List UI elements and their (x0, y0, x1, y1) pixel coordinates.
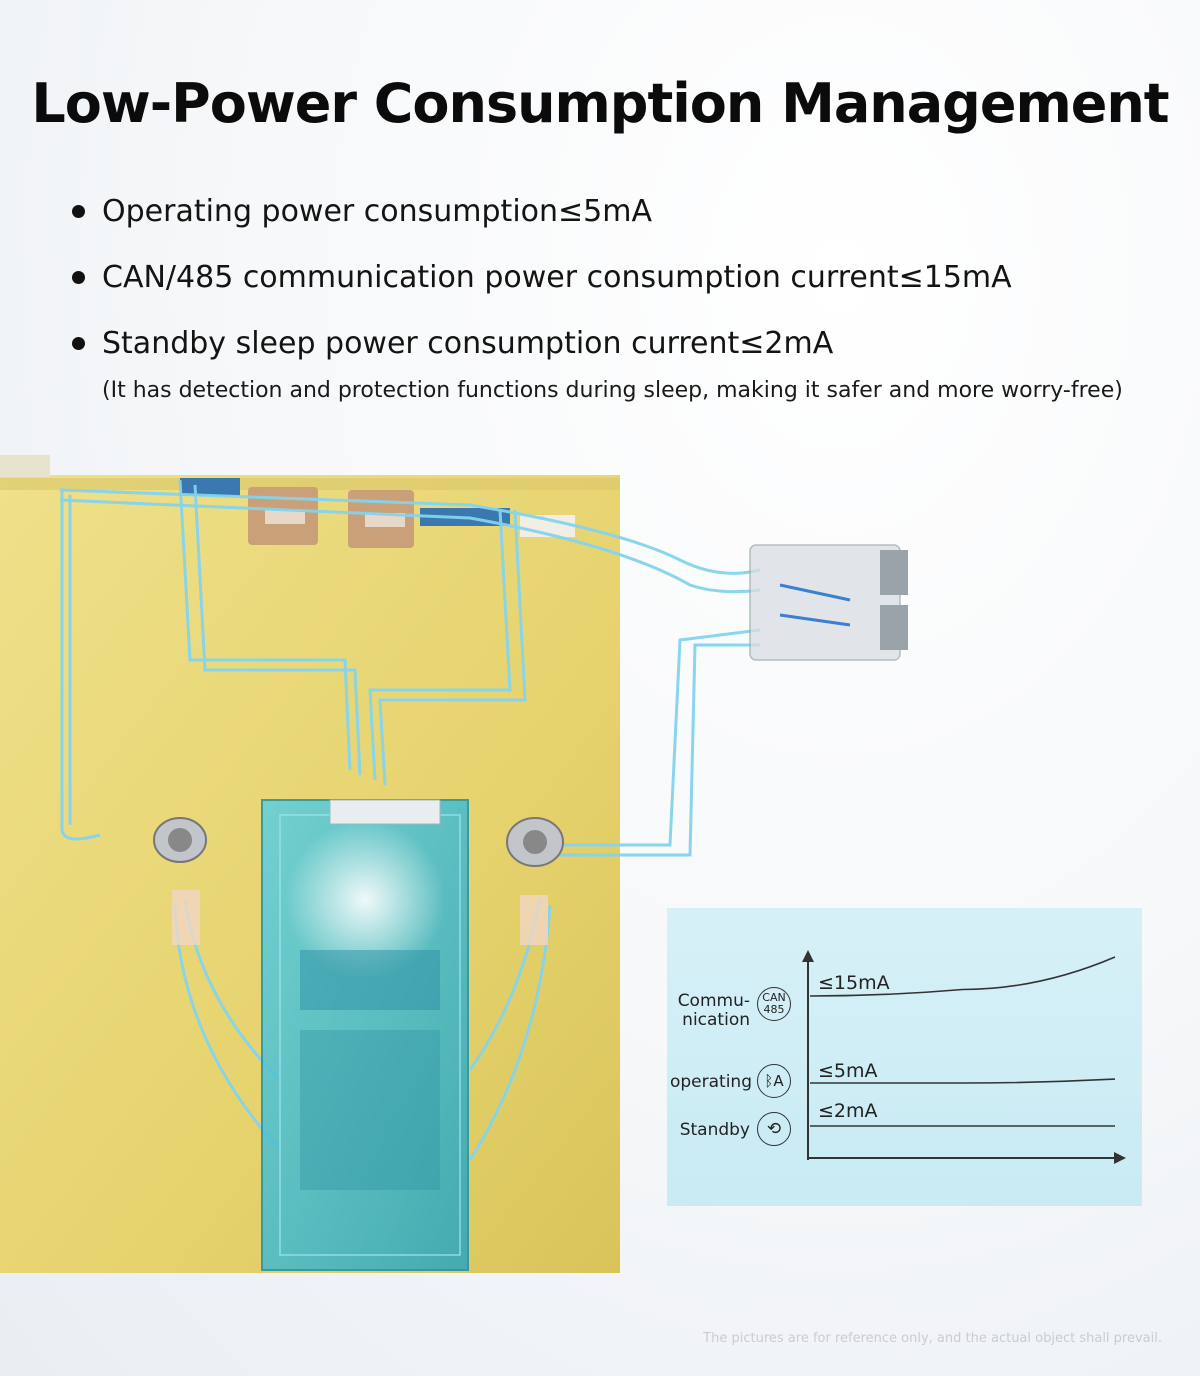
terminal-bolts (153, 817, 564, 945)
bullet-communication: CAN/485 communication power consumption … (70, 254, 1012, 302)
bullet-dot-icon (72, 205, 85, 218)
disclaimer-footer: The pictures are for reference only, and… (703, 1331, 1162, 1346)
bms-illustration (0, 455, 908, 1273)
can-485-connector (749, 544, 908, 661)
row-label-operating: operating (669, 1072, 752, 1092)
bullet-operating: Operating power consumption≤5mA (70, 188, 1012, 236)
page-title: Low-Power Consumption Management (31, 72, 1169, 135)
bullet-dot-icon (72, 337, 85, 350)
current-chart-panel (667, 908, 1142, 1206)
bms-board (261, 799, 469, 1271)
value-label-operating: ≤5mA (818, 1060, 878, 1082)
feature-list: Operating power consumption≤5mA CAN/485 … (70, 188, 1012, 386)
clock-icon: ⟲ (757, 1112, 791, 1146)
series-line-1 (809, 1078, 1116, 1084)
chart-x-arrow-icon (1114, 1152, 1126, 1164)
can-485-icon: CAN 485 (757, 987, 791, 1021)
sleep-protection-note: (It has detection and protection functio… (102, 378, 1123, 403)
row-label-communication: Commu- nication (677, 991, 750, 1030)
wire-harness (59, 479, 761, 1161)
chart-y-arrow-icon (802, 950, 814, 962)
row-label-standby: Standby (679, 1120, 750, 1140)
value-label-standby: ≤2mA (818, 1100, 878, 1122)
bullet-standby: Standby sleep power consumption current≤… (70, 320, 1012, 368)
value-label-communication: ≤15mA (818, 972, 890, 994)
bullet-dot-icon (72, 271, 85, 284)
series-line-0 (809, 956, 1116, 997)
terminal-blocks (180, 478, 575, 548)
